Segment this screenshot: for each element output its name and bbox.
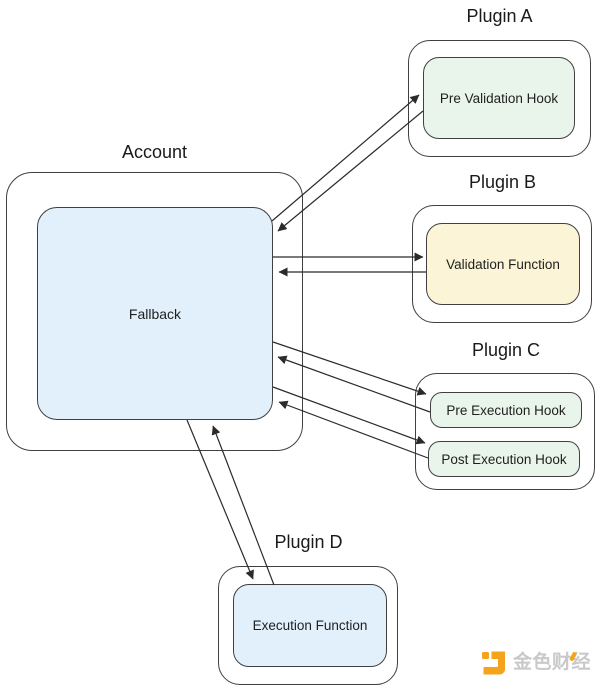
account-title: Account <box>121 142 188 162</box>
watermark-text: 金色财经 <box>513 652 592 673</box>
execution-function-label: Execution Function <box>252 618 368 633</box>
pre-validation-hook-label: Pre Validation Hook <box>439 90 559 106</box>
execution-function-node: Execution Function <box>233 584 387 667</box>
watermark: 金色财经 <box>481 650 591 676</box>
plugin-a-title: Plugin A <box>466 6 533 26</box>
plugin-b-title: Plugin B <box>468 172 537 192</box>
pre-execution-hook-label: Pre Execution Hook <box>446 402 566 418</box>
post-execution-hook-node: Post Execution Hook <box>428 441 580 477</box>
pre-validation-hook-node: Pre Validation Hook <box>423 57 575 139</box>
plugin-d-title: Plugin D <box>274 532 343 552</box>
validation-function-node: Validation Function <box>426 223 580 305</box>
fallback-node: Fallback <box>37 207 273 420</box>
jinse-logo-icon <box>482 651 505 675</box>
validation-function-label: Validation Function <box>446 256 560 272</box>
fallback-label: Fallback <box>128 305 182 322</box>
post-execution-hook-label: Post Execution Hook <box>441 451 567 467</box>
plugin-c-title: Plugin C <box>471 340 541 360</box>
pre-execution-hook-node: Pre Execution Hook <box>430 392 582 428</box>
